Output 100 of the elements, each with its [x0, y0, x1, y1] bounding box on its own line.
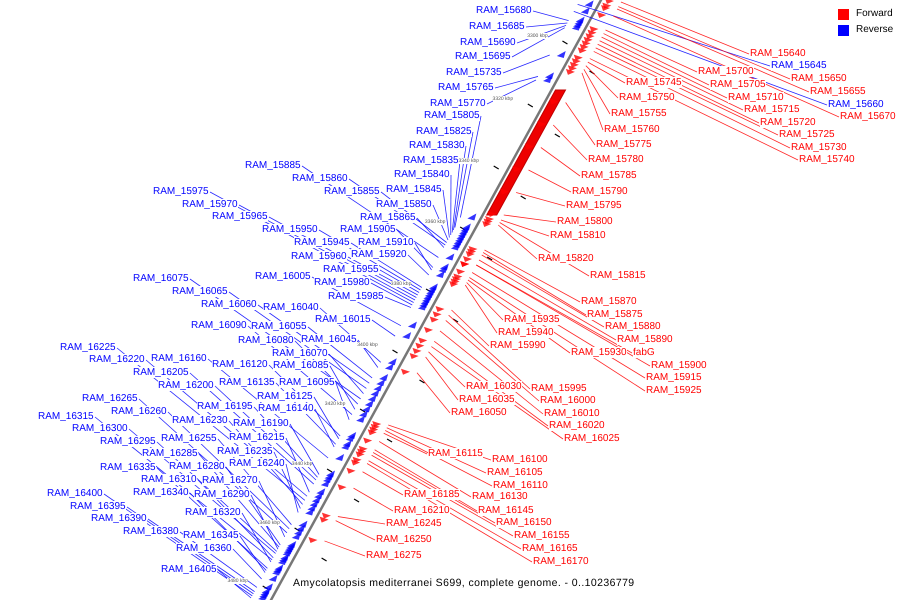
- gene-label: RAM_15965: [212, 211, 268, 222]
- gene-label: RAM_16000: [540, 395, 596, 406]
- gene-label: RAM_15695: [455, 51, 511, 62]
- gene-label: RAM_16065: [172, 286, 228, 297]
- leader-line: [601, 36, 728, 98]
- gene-label: RAM_15905: [340, 224, 396, 235]
- leader-line: [577, 4, 770, 66]
- leader-line: [416, 372, 450, 414]
- gene-label: RAM_15670: [840, 111, 896, 122]
- leader-line: [494, 76, 538, 88]
- gene-label: RAM_16015: [315, 314, 371, 325]
- gene-label: RAM_15650: [791, 73, 847, 84]
- leader-line: [516, 192, 566, 206]
- leader-line: [250, 494, 278, 550]
- leader-line: [582, 72, 604, 130]
- caption: Amycolatopsis mediterranei S699, complete genome. - 0..10236779: [293, 577, 635, 589]
- gene-label: RAM_16205: [133, 367, 189, 378]
- gene-label: RAM_16030: [466, 381, 522, 392]
- gene-label: RAM_15875: [587, 309, 643, 320]
- gene-label: RAM_16160: [151, 353, 207, 364]
- gene-label: RAM_16165: [522, 543, 578, 554]
- leader-line: [585, 65, 618, 98]
- gene-label: RAM_16265: [82, 393, 138, 404]
- gene-label: RAM_15755: [611, 108, 667, 119]
- gene-label: RAM_15790: [572, 186, 628, 197]
- gene-label: RAM_16215: [229, 432, 285, 443]
- gene-label: RAM_16060: [201, 299, 257, 310]
- gene-label: RAM_16240: [229, 458, 285, 469]
- gene-label: RAM_16250: [376, 534, 432, 545]
- gene-label: RAM_15985: [328, 291, 384, 302]
- gene-label: RAM_15725: [779, 129, 835, 140]
- leader-line: [502, 54, 550, 74]
- leader-line: [620, 2, 750, 54]
- leader-line: [532, 10, 570, 22]
- gene-label: RAM_15750: [619, 92, 675, 103]
- gene-label: RAM_15980: [314, 277, 370, 288]
- leader-line: [432, 204, 448, 240]
- gene-label: RAM_16255: [161, 433, 217, 444]
- leader-line: [453, 146, 466, 230]
- leader-line: [286, 464, 299, 513]
- gene-label: RAM_15770: [430, 98, 486, 109]
- gene-label: RAM_15995: [531, 383, 587, 394]
- gene-label: RAM_15855: [324, 186, 380, 197]
- leader-line: [290, 424, 320, 475]
- leader-line: [338, 516, 386, 524]
- gene-label: RAM_16095: [279, 377, 335, 388]
- gene-label: RAM_16105: [487, 467, 543, 478]
- gene-label: RAM_16025: [564, 433, 620, 444]
- gene-label: RAM_15810: [550, 230, 606, 241]
- gene-label: RAM_15900: [651, 360, 707, 371]
- gene-label: RAM_16110: [493, 480, 548, 491]
- leader-line: [482, 252, 586, 316]
- leader-line: [484, 250, 580, 302]
- gene-label: RAM_15960: [291, 251, 347, 262]
- leader-line: [324, 540, 366, 556]
- leader-line: [478, 260, 616, 340]
- gene-label: RAM_16140: [258, 403, 314, 414]
- gene-label: RAM_15925: [646, 385, 702, 396]
- legend-label: Forward: [856, 8, 893, 20]
- gene-label: RAM_15945: [294, 237, 350, 248]
- gene-label: RAM_16100: [492, 454, 548, 465]
- leader-line: [481, 254, 604, 328]
- gene-label: RAM_16285: [142, 448, 198, 459]
- gene-label: RAM_15870: [581, 296, 637, 307]
- leader-line: [498, 224, 538, 260]
- leader-line: [242, 512, 272, 562]
- gene-label: RAM_16400: [47, 488, 103, 499]
- leader-line: [599, 40, 744, 110]
- gene-label: RAM_16155: [514, 530, 570, 541]
- gene-label: RAM_15680: [476, 5, 532, 16]
- leader-line: [416, 218, 444, 248]
- leader-line: [503, 214, 556, 222]
- gene-label: RAM_15850: [376, 199, 432, 210]
- gene-label: RAM_16340: [133, 487, 189, 498]
- gene-label: RAM_16035: [459, 394, 515, 405]
- gene-label: RAM_15865: [360, 212, 416, 223]
- gene-label: RAM_15745: [626, 77, 682, 88]
- gene-label: RAM_16345: [183, 530, 239, 541]
- leader-line: [330, 366, 356, 410]
- gene-label: RAM_16270: [202, 475, 258, 486]
- gene-label: RAM_15775: [596, 139, 652, 150]
- leader-line: [383, 432, 428, 454]
- gene-label: RAM_15835: [403, 155, 459, 166]
- gene-label: RAM_16135: [219, 377, 275, 388]
- gene-label: RAM_15690: [460, 37, 516, 48]
- leader-line: [384, 296, 412, 308]
- gene-label: RAM_16200: [158, 380, 214, 391]
- gene-label: RAM_15840: [394, 169, 450, 180]
- gene-label: RAM_16045: [301, 334, 357, 345]
- leader-line: [232, 548, 262, 580]
- gene-label: RAM_16075: [133, 273, 189, 284]
- leader-line: [258, 480, 286, 538]
- gene-label: RAM_16125: [257, 391, 313, 402]
- leader-line: [466, 282, 504, 320]
- gene-label: RAM_15970: [182, 199, 238, 210]
- gene-label: RAM_15885: [245, 160, 301, 171]
- gene-label: RAM_16225: [60, 342, 116, 353]
- leader-line: [370, 282, 413, 306]
- leader-line: [372, 320, 396, 337]
- gene-label: RAM_16090: [191, 320, 247, 331]
